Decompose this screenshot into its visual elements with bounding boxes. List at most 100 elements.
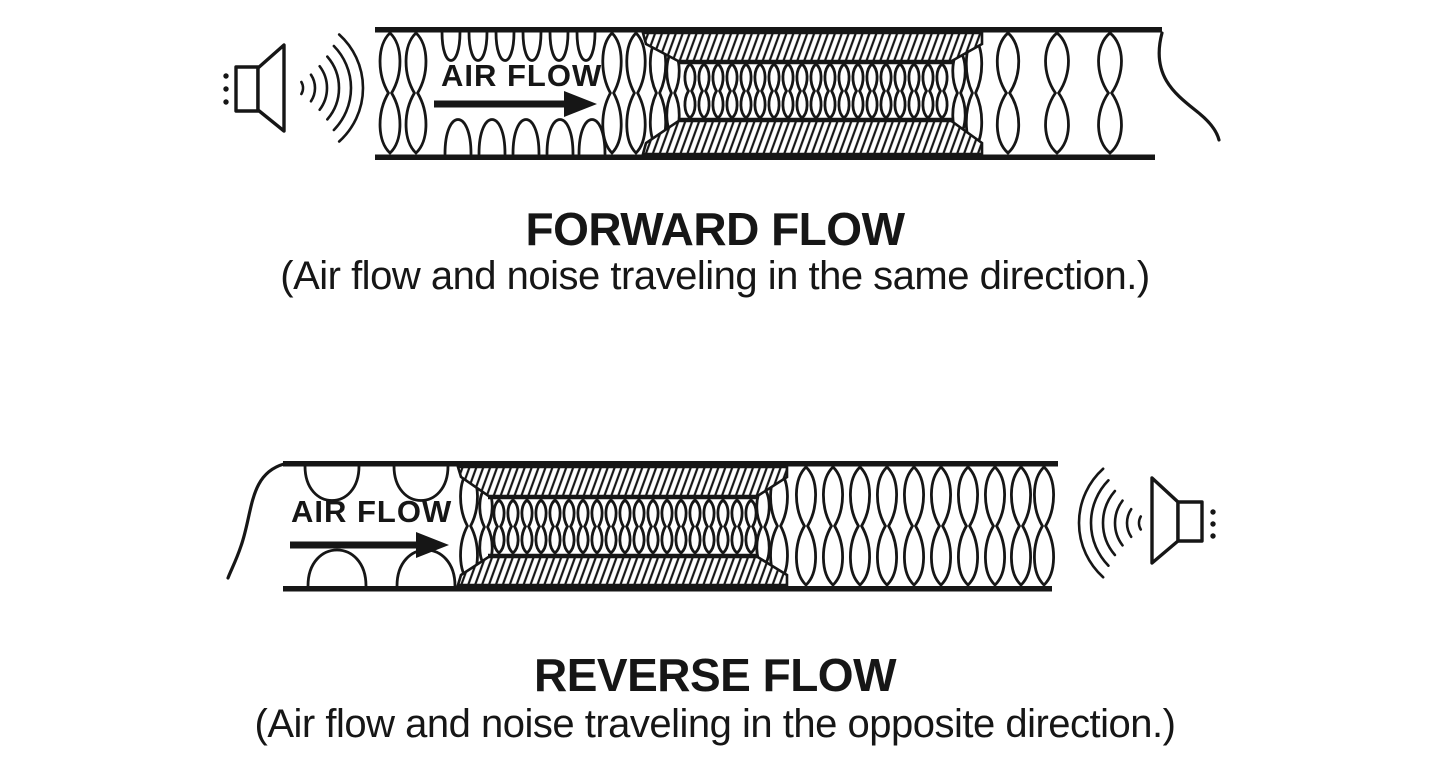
sound-wave-arc	[309, 73, 317, 103]
reverse-flow-diagram: AIR FLOW	[226, 461, 1216, 592]
wall-sound-wave	[477, 118, 507, 156]
silencer-sound-wave	[851, 62, 865, 120]
speaker-dot	[1210, 521, 1216, 527]
silencer-sound-wave	[893, 62, 907, 120]
wall-sound-wave	[392, 464, 450, 502]
speaker-dot	[223, 99, 229, 105]
speaker-dot	[1210, 509, 1216, 515]
wall-sound-wave	[440, 30, 462, 62]
sound-wave-arc	[1113, 499, 1124, 547]
speaker-magnet	[234, 65, 260, 113]
silencer-sound-wave	[660, 498, 674, 555]
duct-sound-wave	[1010, 465, 1032, 587]
sound-wave-arc	[326, 55, 341, 121]
sound-wave-arc	[1077, 467, 1105, 579]
silencer-sound-wave	[562, 498, 576, 555]
duct-top-wall	[283, 461, 1058, 467]
silencer-sound-wave	[739, 62, 753, 120]
wall-sound-wave	[306, 548, 368, 588]
silencer-sound-wave	[674, 498, 688, 555]
speaker-cone	[1150, 476, 1180, 565]
silencer-sound-wave	[795, 62, 809, 120]
silencer-sound-wave	[781, 62, 795, 120]
wall-sound-wave	[511, 118, 541, 156]
silencer-sound-wave	[590, 498, 604, 555]
duct-sound-wave	[1044, 31, 1070, 155]
silencer-baffle-hatch-icon	[641, 31, 984, 156]
silencer-top-baffle	[456, 465, 789, 499]
silencer-sound-wave	[823, 62, 837, 120]
duct-sound-wave	[404, 31, 428, 155]
wall-sound-wave	[494, 30, 516, 62]
duct-sound-wave	[849, 465, 871, 587]
wall-sound-wave	[395, 548, 457, 588]
duct-sound-wave	[930, 465, 952, 587]
silencer-sound-wave	[865, 62, 879, 120]
silencer-sound-wave	[576, 498, 590, 555]
air-flow-label: AIR FLOW	[291, 494, 452, 529]
silencer-sound-wave	[492, 498, 506, 555]
duct-sound-wave	[1097, 31, 1123, 155]
silencer-bottom-baffle	[641, 118, 984, 156]
duct-sound-wave	[795, 465, 817, 587]
silencer-sound-wave	[688, 498, 702, 555]
duct-top-wall	[375, 27, 1162, 33]
wall-sound-wave	[545, 118, 575, 156]
arrow-head	[564, 91, 597, 117]
speaker-icon	[223, 43, 286, 133]
silencer-sound-wave	[520, 498, 534, 555]
silencer-sound-wave	[697, 62, 711, 120]
duct-sound-wave	[601, 31, 623, 155]
wall-sound-wave	[443, 118, 473, 156]
sound-waves-icon	[300, 33, 365, 143]
duct-sound-wave	[822, 465, 844, 587]
silencer-sound-wave	[907, 62, 921, 120]
silencer-sound-wave	[534, 498, 548, 555]
sound-wave-arc	[318, 64, 329, 112]
reverse-flow-title: REVERSE FLOW	[533, 649, 897, 701]
duct-sound-waves	[378, 30, 1123, 156]
silencer-sound-wave	[935, 62, 949, 120]
duct-sound-wave	[755, 485, 771, 569]
forward-flow-diagram: AIR FLOW	[223, 27, 1221, 160]
silencer-baffle-hatch-icon	[456, 465, 789, 587]
silencer-sound-wave	[725, 62, 739, 120]
silencer-sound-wave	[921, 62, 935, 120]
speaker-dot	[1210, 533, 1216, 539]
duct-sound-wave	[1033, 465, 1055, 587]
forward-flow-title: FORWARD FLOW	[525, 203, 905, 255]
wall-sound-wave	[575, 30, 597, 62]
speaker-icon	[1150, 476, 1216, 565]
duct-bottom-wall	[375, 154, 1155, 160]
duct	[375, 27, 1162, 160]
silencer-sound-wave	[604, 498, 618, 555]
speaker-dot	[223, 73, 229, 79]
silencer-sound-wave	[632, 498, 646, 555]
silencer-sound-wave	[753, 62, 767, 120]
silencer-sound-wave	[879, 62, 893, 120]
sound-wave-arc	[1125, 507, 1133, 539]
sound-waves-icon	[1077, 467, 1143, 579]
speaker-dot	[223, 86, 229, 92]
duct-sound-wave	[957, 465, 979, 587]
reverse-flow-caption: (Air flow and noise traveling in the opp…	[254, 702, 1176, 746]
exit-sound-wave	[226, 462, 286, 580]
silencer-bottom-baffle	[456, 554, 789, 587]
duct-sound-wave	[625, 31, 647, 155]
forward-flow-caption: (Air flow and noise traveling in the sam…	[280, 254, 1150, 298]
duct-sound-wave	[378, 31, 402, 155]
silencer-sound-wave	[646, 498, 660, 555]
silencer-sound-wave	[702, 498, 716, 555]
silencer-sound-wave	[716, 498, 730, 555]
wall-sound-wave	[548, 30, 570, 62]
speaker-magnet	[1176, 500, 1204, 543]
silencer-sound-wave	[711, 62, 725, 120]
silencer-top-baffle	[641, 31, 984, 64]
sound-wave-arc	[337, 33, 365, 143]
silencer-sound-wave	[744, 498, 758, 555]
silencer-sound-wave	[837, 62, 851, 120]
duct-sound-wave	[995, 31, 1021, 155]
silencer-sound-wave	[506, 498, 520, 555]
wall-sound-wave	[577, 118, 607, 156]
sound-wave-arc	[1101, 489, 1117, 557]
